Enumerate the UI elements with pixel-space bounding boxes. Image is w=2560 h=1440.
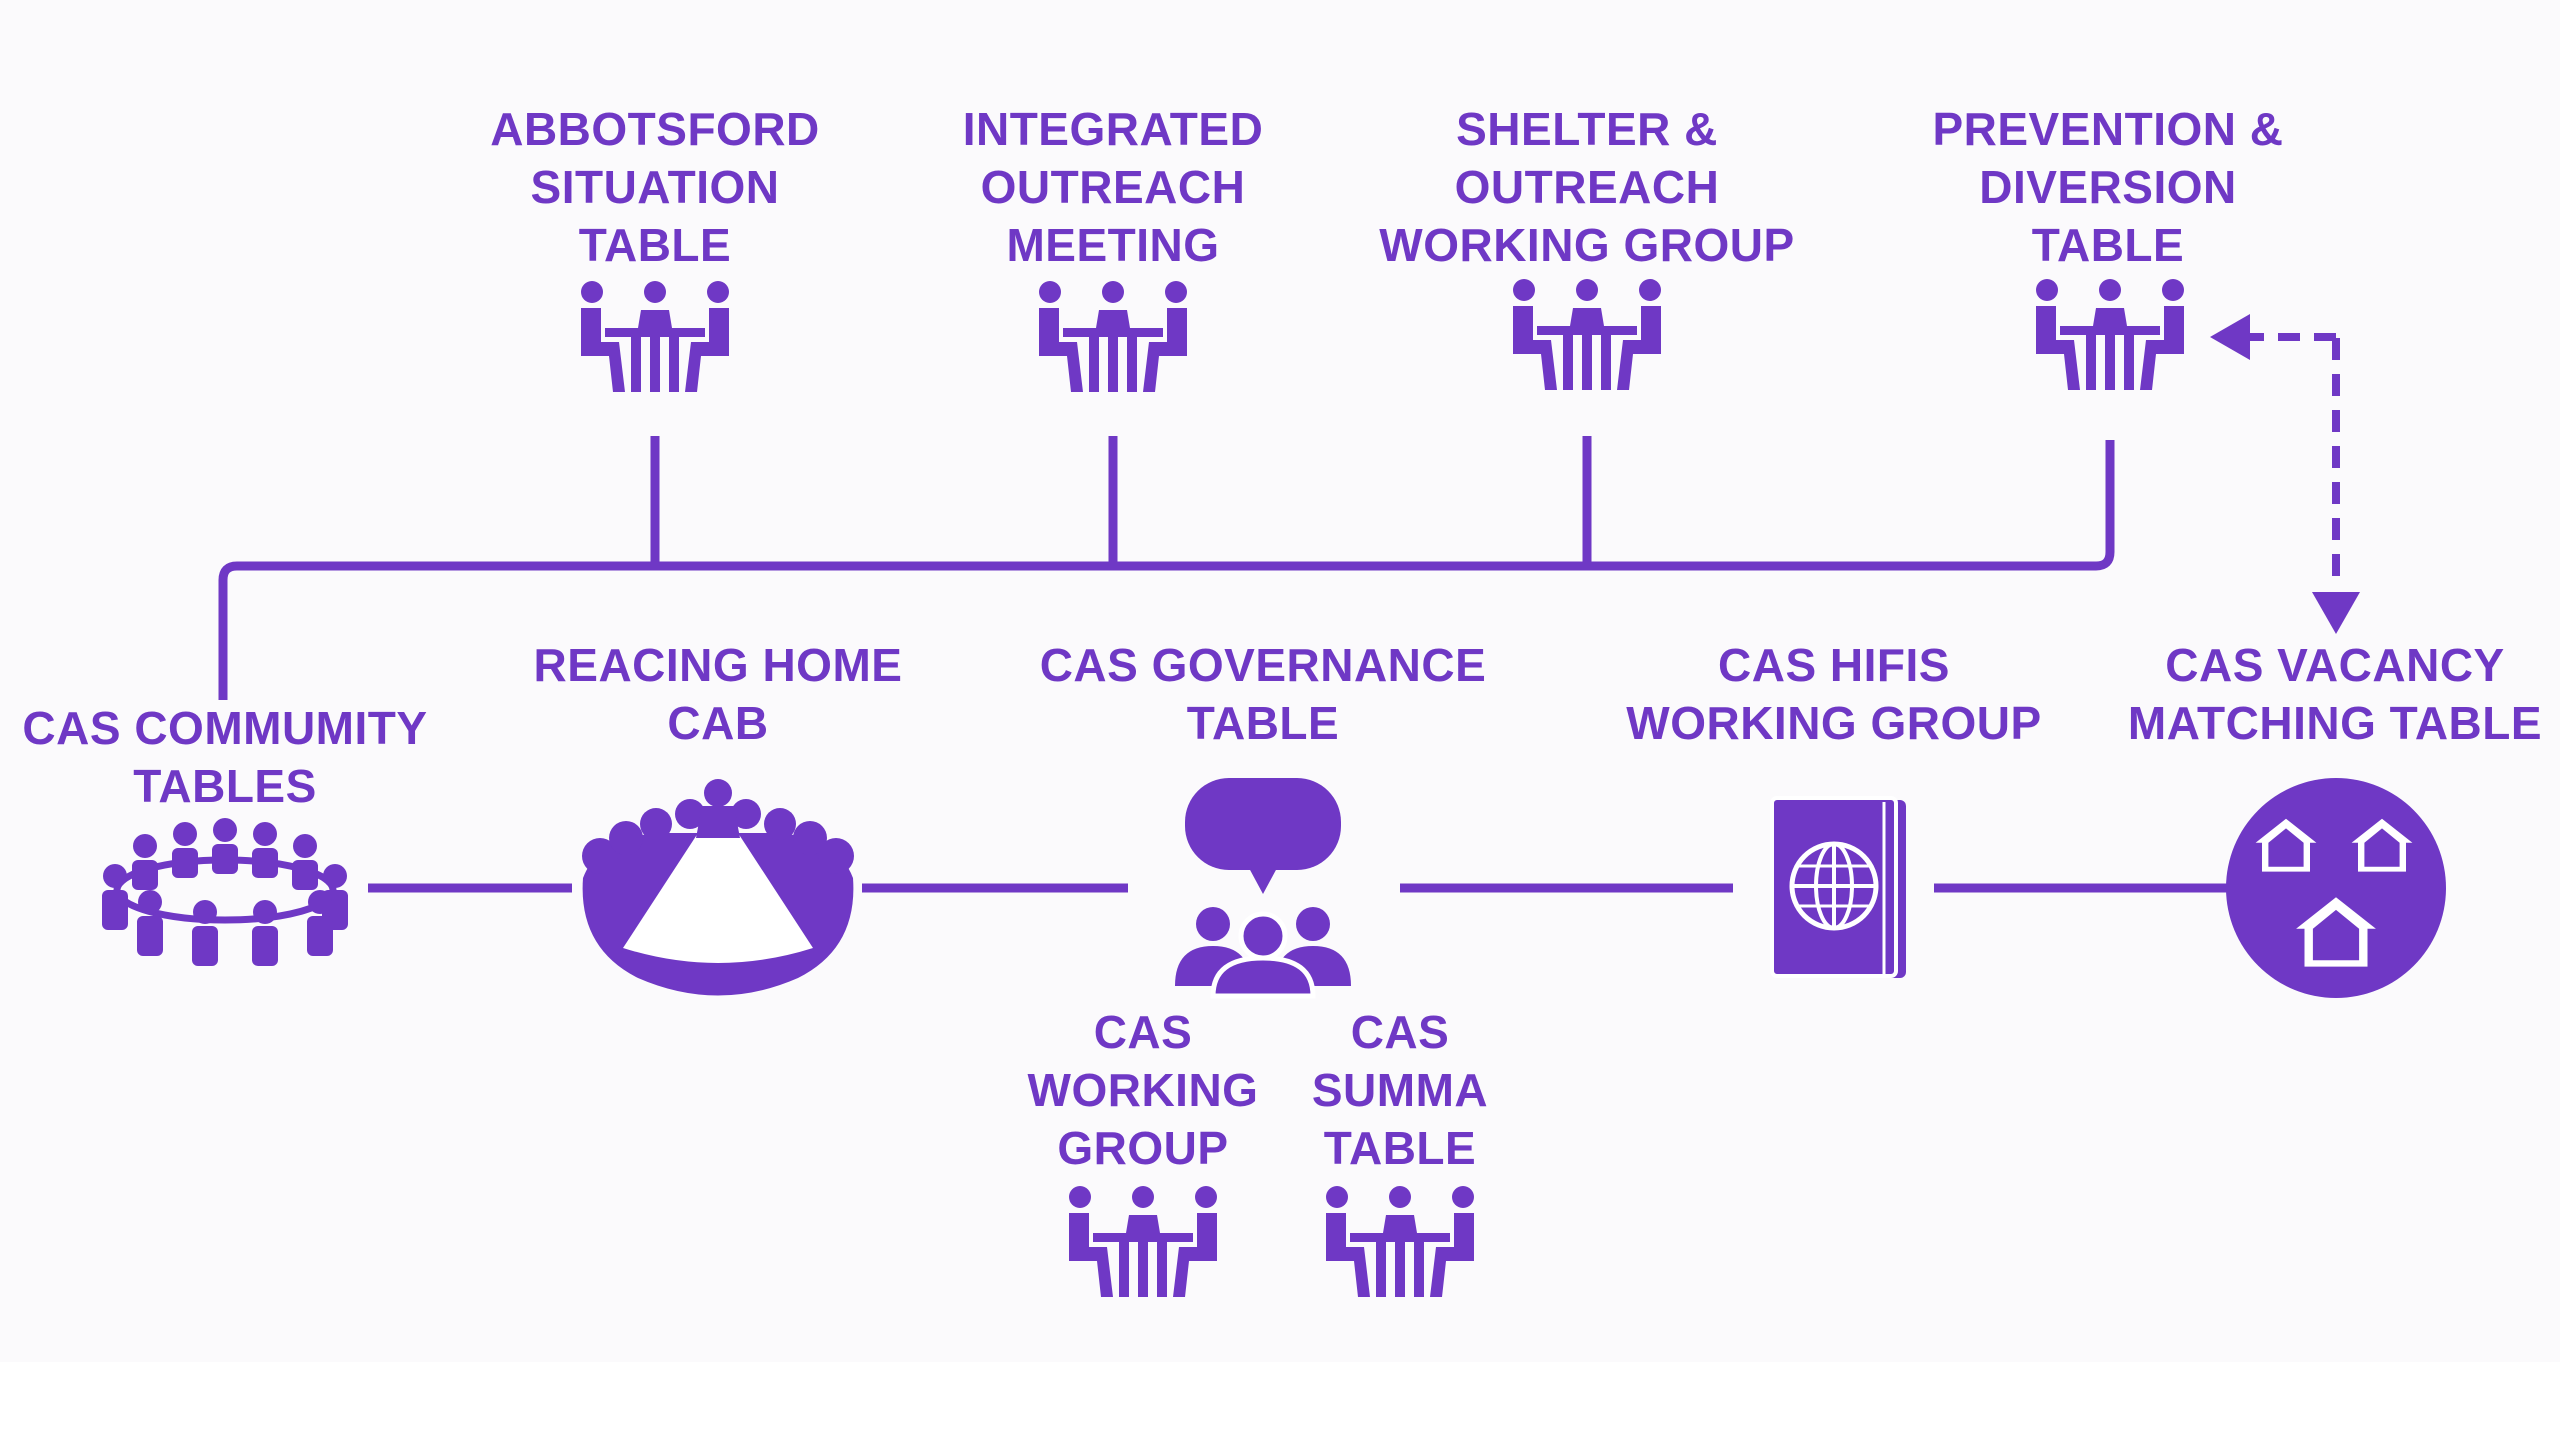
- bracket-connector: [218, 440, 2115, 700]
- arrowhead-down: [2312, 592, 2360, 634]
- meeting-table-icon: [1069, 1186, 1217, 1297]
- label-cas-vacancy-matching-table: CAS VACANCY MATCHING TABLE: [2127, 639, 2543, 749]
- meeting-table-icon: [2036, 279, 2184, 390]
- label-cas-community-tables: CAS COMMUMITY TABLES: [22, 702, 428, 812]
- round-table-icon: [102, 818, 348, 966]
- label-cas-working-group: CAS WORKING GROUP: [1027, 1006, 1259, 1174]
- meeting-table-icon: [1326, 1186, 1474, 1297]
- label-integrated-outreach-meeting: INTEGRATED OUTREACH MEETING: [962, 103, 1264, 271]
- meeting-table-icon: [1513, 279, 1661, 390]
- label-cas-summa-table: CAS SUMMA TABLE: [1311, 1006, 1489, 1174]
- boardroom-icon: [582, 779, 854, 996]
- label-cas-governance-table: CAS GOVERNANCE TABLE: [1039, 639, 1487, 749]
- houses-icon: [2226, 778, 2446, 998]
- passport-icon: [1770, 796, 1906, 978]
- arrowhead-left: [2210, 314, 2250, 360]
- label-reaching-home-cab: REACING HOME CAB: [533, 639, 903, 749]
- label-abbotsford-situation-table: ABBOTSFORD SITUATION TABLE: [490, 103, 820, 271]
- speech-group-icon: [1175, 778, 1351, 999]
- meeting-table-icon: [1039, 281, 1187, 392]
- bottom-band: [0, 1362, 2560, 1440]
- label-cas-hifis-working-group: CAS HIFIS WORKING GROUP: [1626, 639, 2042, 749]
- label-shelter-outreach-working-group: SHELTER & OUTREACH WORKING GROUP: [1379, 103, 1795, 271]
- meeting-table-icon: [581, 281, 729, 392]
- label-prevention-diversion-table: PREVENTION & DIVERSION TABLE: [1932, 103, 2284, 271]
